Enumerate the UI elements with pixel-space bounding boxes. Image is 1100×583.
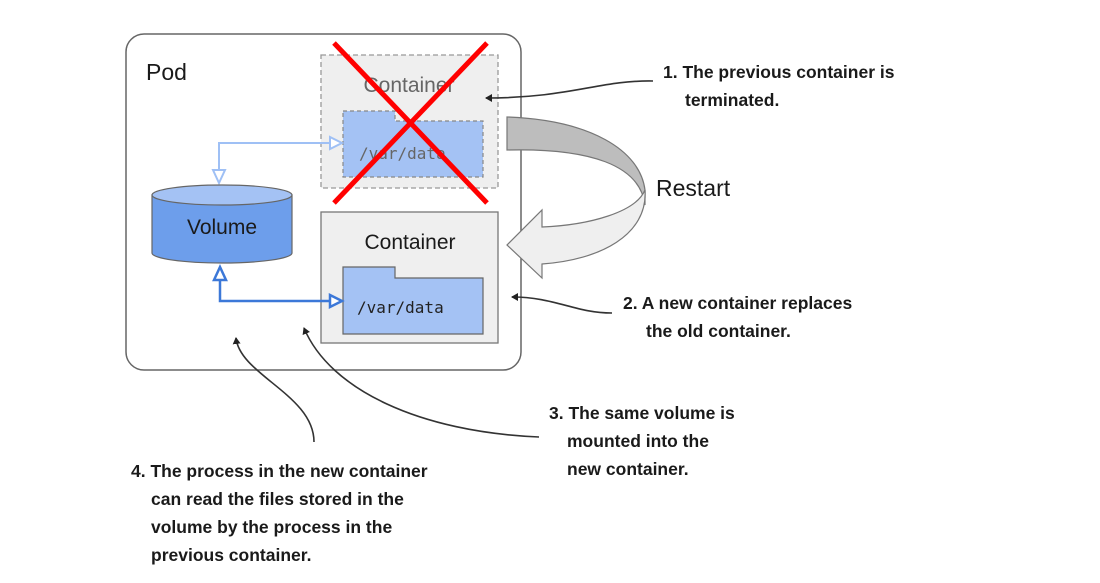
svg-text:the old container.: the old container. xyxy=(646,321,791,341)
svg-text:previous container.: previous container. xyxy=(151,545,311,565)
volume-icon: Volume xyxy=(151,184,293,264)
svg-text:1. The previous container is: 1. The previous container is xyxy=(663,62,895,82)
callout-3-line xyxy=(302,327,540,438)
svg-text:terminated.: terminated. xyxy=(685,90,779,110)
callout-1: 1. The previous container is terminated. xyxy=(663,62,895,110)
callout-1-line xyxy=(485,80,654,102)
new-container-label: Container xyxy=(364,231,455,254)
new-container: Container /var/data xyxy=(320,211,499,344)
old-mount-path: /var/data xyxy=(359,144,446,163)
callout-connectors xyxy=(232,80,654,443)
old-mount-connector xyxy=(211,135,345,186)
restart-arrow-icon xyxy=(506,116,646,280)
callout-2-line xyxy=(511,293,613,314)
new-mount-connector xyxy=(212,264,345,310)
svg-text:mounted into the: mounted into the xyxy=(567,431,709,451)
old-container-label: Container xyxy=(363,74,454,97)
pod-label: Pod xyxy=(146,59,187,85)
callout-3: 3. The same volume is mounted into the n… xyxy=(549,403,735,479)
svg-text:can read the files stored in t: can read the files stored in the xyxy=(151,489,404,509)
new-folder-icon xyxy=(342,266,484,335)
terminated-cross-icon xyxy=(332,41,489,205)
callout-4: 4. The process in the new container can … xyxy=(131,461,428,565)
callout-2: 2. A new container replaces the old cont… xyxy=(623,293,852,341)
volume-label: Volume xyxy=(187,216,257,239)
svg-text:2. A new container replaces: 2. A new container replaces xyxy=(623,293,852,313)
restart-label: Restart xyxy=(656,175,731,201)
callout-4-line xyxy=(232,337,315,443)
svg-text:new container.: new container. xyxy=(567,459,689,479)
svg-text:volume by the process in the: volume by the process in the xyxy=(151,517,392,537)
svg-text:3. The same volume is: 3. The same volume is xyxy=(549,403,735,423)
new-mount-path: /var/data xyxy=(357,298,444,317)
svg-text:4. The process in the new cont: 4. The process in the new container xyxy=(131,461,428,481)
